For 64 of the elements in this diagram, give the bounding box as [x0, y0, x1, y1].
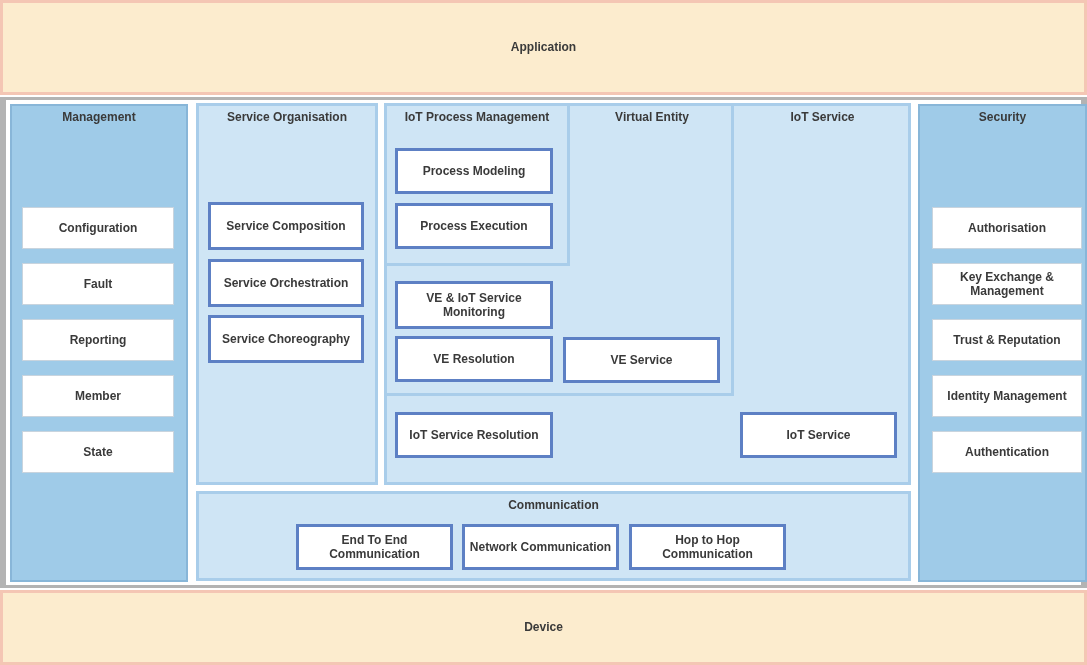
side-panel — [918, 104, 1087, 582]
component-box — [208, 202, 364, 250]
function-box — [22, 375, 174, 417]
node-label: IoT Process Management — [404, 110, 550, 125]
node-label: Member — [75, 388, 121, 404]
component-box — [208, 315, 364, 363]
node-label: VE & IoT Service Monitoring — [425, 290, 523, 320]
node-label: Device — [524, 620, 563, 635]
node-label: Service Composition — [226, 218, 346, 234]
node-label: Service Choreography — [221, 331, 350, 347]
function-box — [932, 375, 1082, 417]
component-box — [208, 259, 364, 307]
component-box — [395, 281, 553, 329]
function-box — [22, 431, 174, 473]
function-box — [932, 207, 1082, 249]
node-label: Authentication — [965, 444, 1049, 460]
component-box — [395, 336, 553, 382]
node-label: Fault — [83, 276, 113, 292]
node-label: End To End Communication — [328, 532, 421, 562]
node-label: Identity Management — [947, 388, 1067, 404]
node-label: IoT Service Resolution — [409, 427, 539, 443]
node-label: State — [83, 444, 113, 460]
component-box — [740, 412, 897, 458]
component-box — [395, 412, 553, 458]
function-box — [932, 319, 1082, 361]
node-label: Management — [62, 110, 136, 125]
group-panel — [196, 491, 911, 581]
node-label: Authorisation — [968, 220, 1046, 236]
node-label: VE Resolution — [433, 351, 515, 367]
node-label: Key Exchange & Management — [958, 269, 1055, 299]
group-panel — [384, 103, 734, 396]
node-label: Service Organisation — [226, 110, 347, 125]
function-box — [22, 263, 174, 305]
node-label: Hop to Hop Communication — [661, 532, 754, 562]
group-panel — [384, 103, 570, 266]
function-box — [22, 319, 174, 361]
node-label: Network Communication — [469, 539, 612, 555]
node-label: Trust & Reputation — [953, 332, 1061, 348]
group-panel — [196, 103, 378, 485]
component-box — [563, 337, 720, 383]
function-box — [22, 207, 174, 249]
function-box — [932, 431, 1082, 473]
node-label: Configuration — [58, 220, 138, 236]
node-label: Process Modeling — [422, 163, 526, 179]
side-panel — [10, 104, 188, 582]
node-label: Communication — [508, 498, 599, 513]
node-label: IoT Service — [789, 110, 856, 125]
node-label: Service Orchestration — [223, 275, 349, 291]
node-label: Security — [978, 110, 1027, 125]
node-label: Application — [510, 40, 577, 55]
node-label: Virtual Entity — [614, 110, 690, 125]
node-label: Reporting — [69, 332, 127, 348]
component-box — [629, 524, 786, 570]
node-label: Process Execution — [420, 218, 528, 234]
function-box — [932, 263, 1082, 305]
layer-band — [0, 590, 1087, 665]
component-box — [296, 524, 453, 570]
component-box — [462, 524, 619, 570]
node-label: VE Service — [610, 352, 673, 368]
group-panel — [384, 103, 911, 485]
component-box — [395, 148, 553, 194]
node-label: IoT Service — [786, 427, 851, 443]
layer-band — [0, 0, 1087, 95]
component-box — [395, 203, 553, 249]
